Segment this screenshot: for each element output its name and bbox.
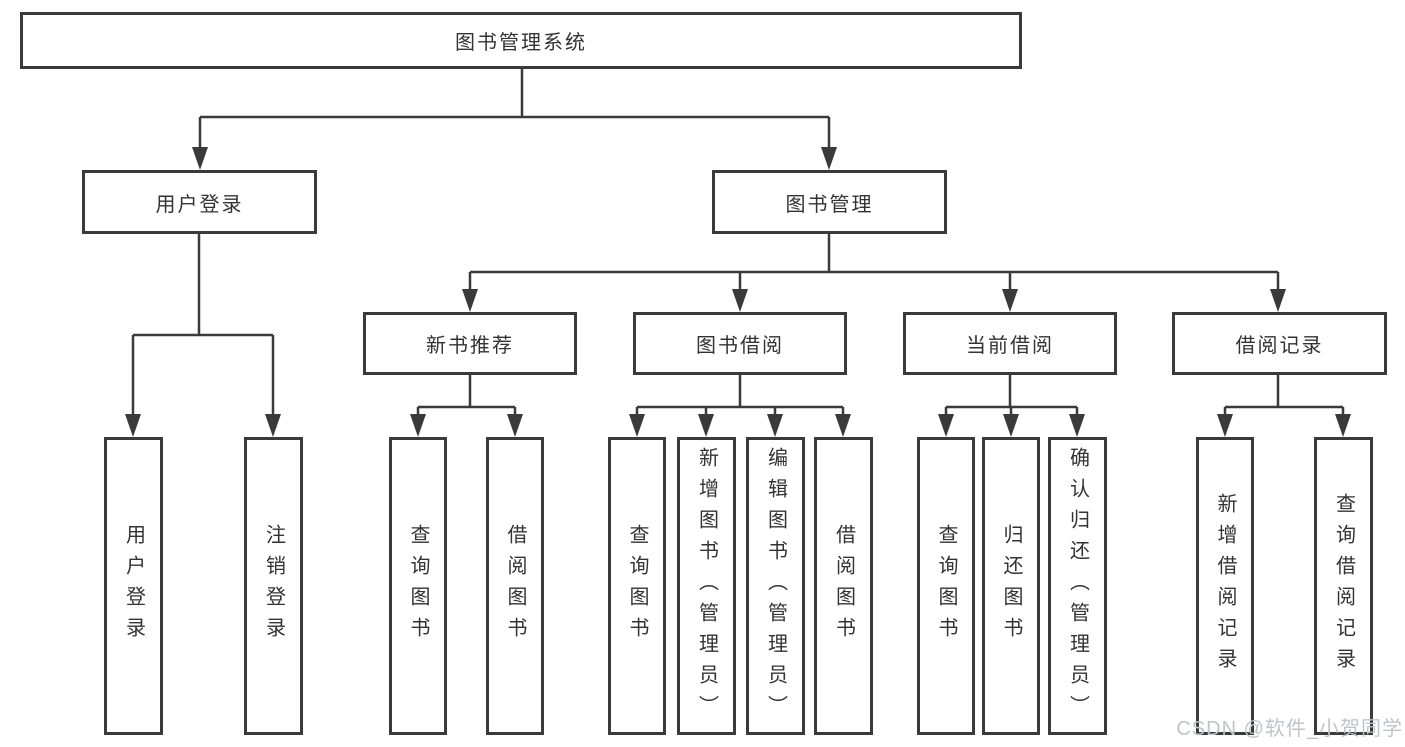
node-label: 用户登录	[122, 524, 145, 648]
node-label: 借阅记录	[1235, 335, 1324, 357]
node-book-borrow: 图书借阅	[633, 312, 847, 375]
leaf-add-borrow-record: 新增借阅记录	[1196, 437, 1254, 735]
node-label: 借阅图书	[832, 524, 855, 648]
leaf-edit-books-admin: 编辑图书（管理员）	[746, 437, 805, 735]
leaf-logout: 注销登录	[244, 437, 303, 735]
node-label: 借阅图书	[504, 524, 526, 648]
node-book-management: 图书管理	[712, 170, 947, 234]
node-label: 查询图书	[935, 524, 957, 648]
node-new-book-recommend: 新书推荐	[363, 312, 577, 375]
node-label: 注销登录	[262, 524, 285, 648]
leaf-borrow-books: 借阅图书	[814, 437, 873, 735]
leaf-add-books-admin: 新增图书（管理员）	[677, 437, 736, 735]
leaf-query-books-current: 查询图书	[917, 437, 975, 735]
node-label: 查询图书	[626, 524, 648, 648]
node-label: 新增借阅记录	[1214, 493, 1236, 679]
node-label: 图书借阅	[696, 335, 784, 357]
node-label: 编辑图书（管理员）	[764, 446, 787, 726]
leaf-return-books: 归还图书	[982, 437, 1040, 735]
node-label: 图书管理系统	[455, 32, 587, 54]
leaf-query-borrow-record: 查询借阅记录	[1314, 437, 1373, 735]
arrowheads	[125, 147, 1351, 437]
leaf-query-books-borrow: 查询图书	[608, 437, 666, 735]
leaf-confirm-return-admin: 确认归还（管理员）	[1048, 437, 1107, 735]
node-label: 确认归还（管理员）	[1066, 446, 1089, 726]
node-label: 当前借阅	[966, 335, 1054, 357]
node-label: 归还图书	[1000, 524, 1022, 648]
node-borrow-records: 借阅记录	[1172, 312, 1387, 375]
node-library-system-root: 图书管理系统	[20, 12, 1022, 69]
node-label: 图书管理	[785, 193, 874, 216]
node-label: 新书推荐	[426, 335, 514, 357]
node-label: 新增图书（管理员）	[695, 446, 718, 726]
node-user-login: 用户登录	[82, 170, 317, 234]
node-current-borrow: 当前借阅	[903, 312, 1117, 375]
leaf-user-login: 用户登录	[104, 437, 163, 735]
leaf-borrow-books-recommend: 借阅图书	[486, 437, 544, 735]
node-label: 查询图书	[407, 524, 429, 648]
node-label: 用户登录	[155, 193, 244, 216]
leaf-query-books-recommend: 查询图书	[389, 437, 447, 735]
watermark: CSDN @软件_小贺同学	[1176, 718, 1403, 740]
node-label: 查询借阅记录	[1332, 493, 1355, 679]
